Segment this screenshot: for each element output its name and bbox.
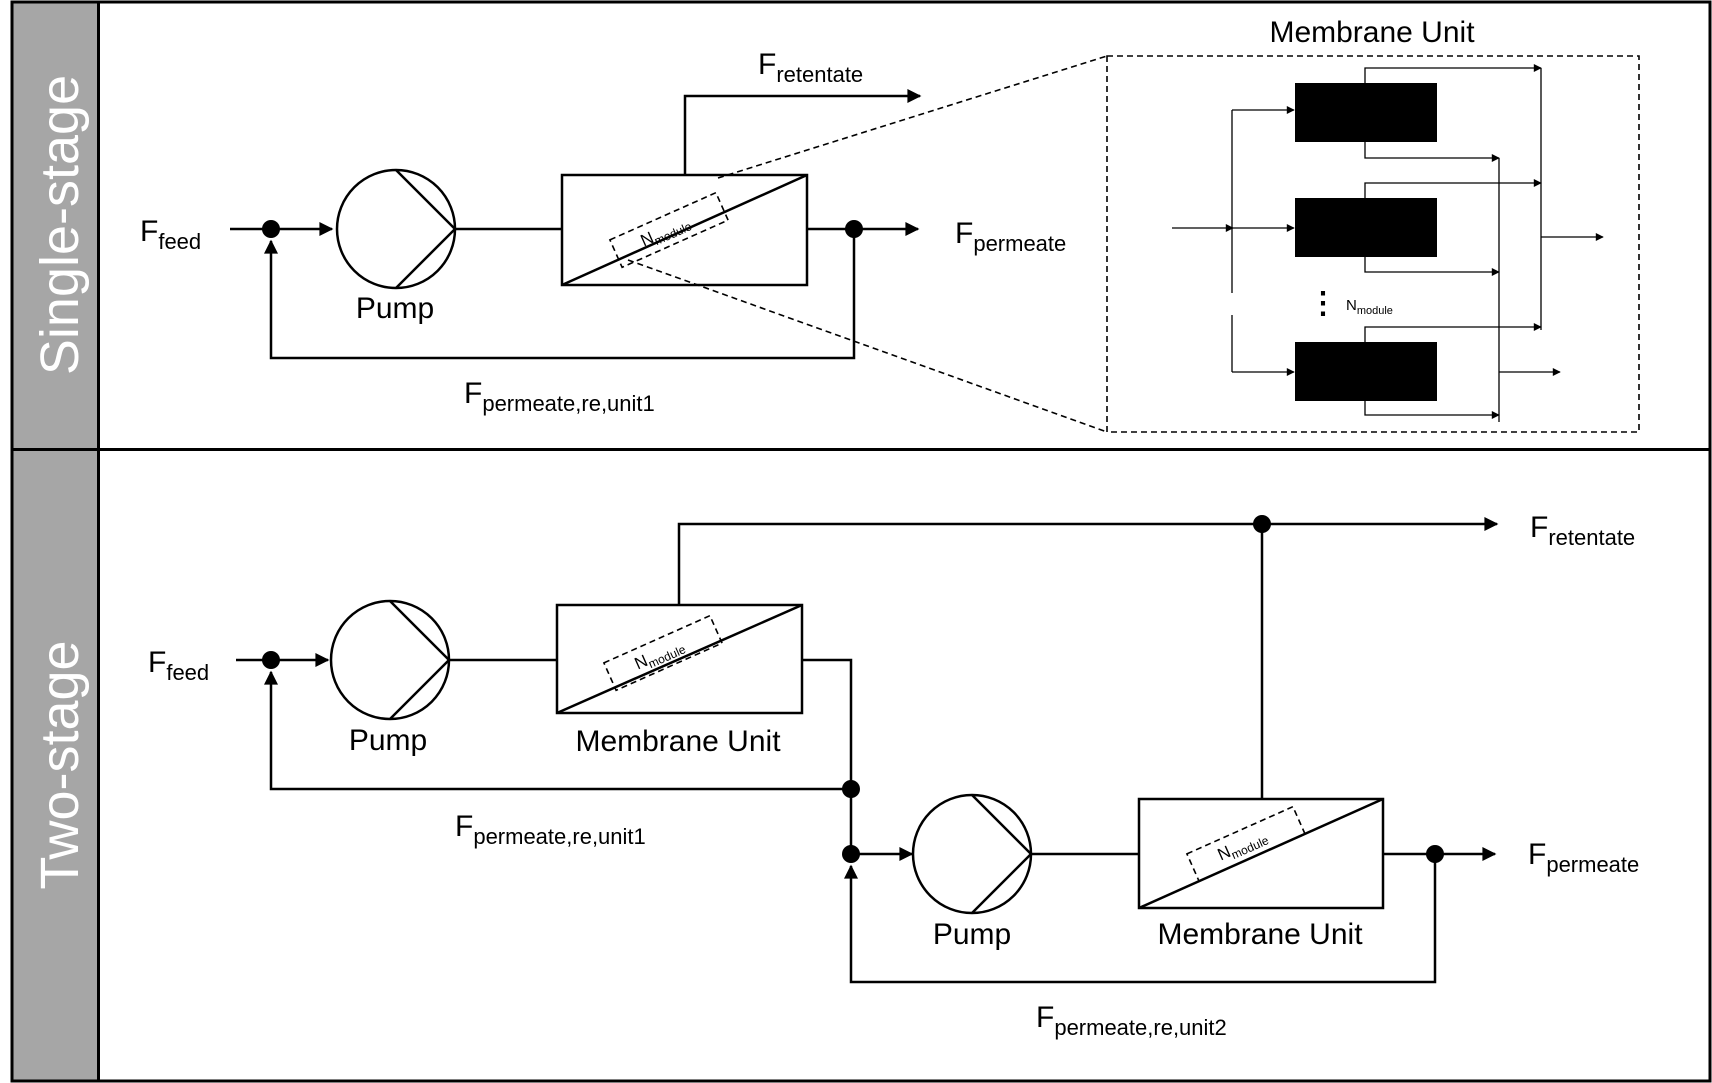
mix-junction (262, 220, 280, 238)
detail-retentate-3 (1364, 323, 1542, 342)
pump-1-label: Pump (349, 724, 427, 757)
panel-single-stage: Single-stage (12, 2, 98, 448)
single-stage-process: Ffeed Pump Nmodule Fretentate Fpermeate … (140, 16, 1640, 433)
retentate-line-two-stage (677, 517, 1499, 605)
recycle-line (264, 229, 856, 360)
band-label-two-stage: Two-stage (30, 640, 90, 889)
band-two-stage (12, 451, 98, 1081)
unit-1-label: Membrane Unit (575, 725, 781, 758)
recycle-line-unit-2 (844, 854, 1437, 984)
membrane-unit-1: Nmodule (555, 603, 804, 715)
unit-2-label: Membrane Unit (1157, 918, 1363, 951)
pump-2-symbol (911, 793, 1033, 915)
membrane-unit-detail: Membrane Unit ⋮ Nmodule (1106, 16, 1640, 433)
detail-retentate-1 (1364, 64, 1542, 83)
membrane-unit: Nmodule (560, 173, 809, 287)
svg-text:Nmodule: Nmodule (632, 635, 688, 676)
detail-module-2 (1295, 198, 1437, 257)
detail-permeate-2 (1364, 257, 1500, 276)
mix-junction-2 (842, 845, 860, 863)
detail-frame (1106, 55, 1640, 433)
retentate-line (683, 89, 922, 175)
unit-1-permeate-line (802, 658, 853, 854)
feed-label: Ffeed (140, 215, 201, 254)
detail-module-1 (1295, 83, 1437, 142)
two-stage-process: Ffeed Pump Nmodule Membrane Unit Fretent… (148, 511, 1639, 1040)
pump-1-symbol (329, 599, 451, 721)
detail-title: Membrane Unit (1269, 16, 1475, 49)
feed-label-two-stage: Ffeed (148, 646, 209, 685)
zoom-line-top (717, 55, 1108, 179)
n-module-box-unit-1: Nmodule (602, 614, 724, 692)
outer-frame (10, 0, 1712, 1083)
detail-permeate-1 (1364, 142, 1500, 162)
band-label-single-stage: Single-stage (30, 75, 90, 375)
recycle-label: Fpermeate,re,unit1 (464, 377, 655, 416)
permeate-label: Fpermeate (955, 217, 1066, 256)
mix-junction-1 (262, 651, 280, 669)
detail-ellipsis: ⋮ (1308, 287, 1338, 320)
panel-two-stage: Two-stage (12, 451, 98, 1081)
zoom-line-bottom (627, 259, 1108, 433)
retentate-label-two-stage: Fretentate (1530, 511, 1635, 550)
n-module-box-unit-2: Nmodule (1185, 805, 1307, 883)
pump-2-label: Pump (933, 918, 1011, 951)
recycle-label-unit-1: Fpermeate,re,unit1 (455, 810, 646, 849)
retentate-label: Fretentate (758, 48, 863, 87)
detail-retentate-2 (1364, 179, 1542, 198)
svg-text:Nmodule: Nmodule (638, 212, 694, 253)
permeate-label-two-stage: Fpermeate (1528, 838, 1639, 877)
pump-symbol (335, 168, 457, 290)
band-single-stage (12, 2, 98, 448)
detail-permeate-3 (1364, 401, 1500, 419)
recycle-label-unit-2: Fpermeate,re,unit2 (1036, 1001, 1227, 1040)
detail-module-3 (1295, 342, 1437, 401)
membrane-unit-2: Nmodule (1137, 797, 1385, 910)
detail-n-module-label: Nmodule (1346, 297, 1393, 317)
recycle-line-unit-1 (264, 670, 851, 791)
pump-label: Pump (356, 292, 434, 325)
